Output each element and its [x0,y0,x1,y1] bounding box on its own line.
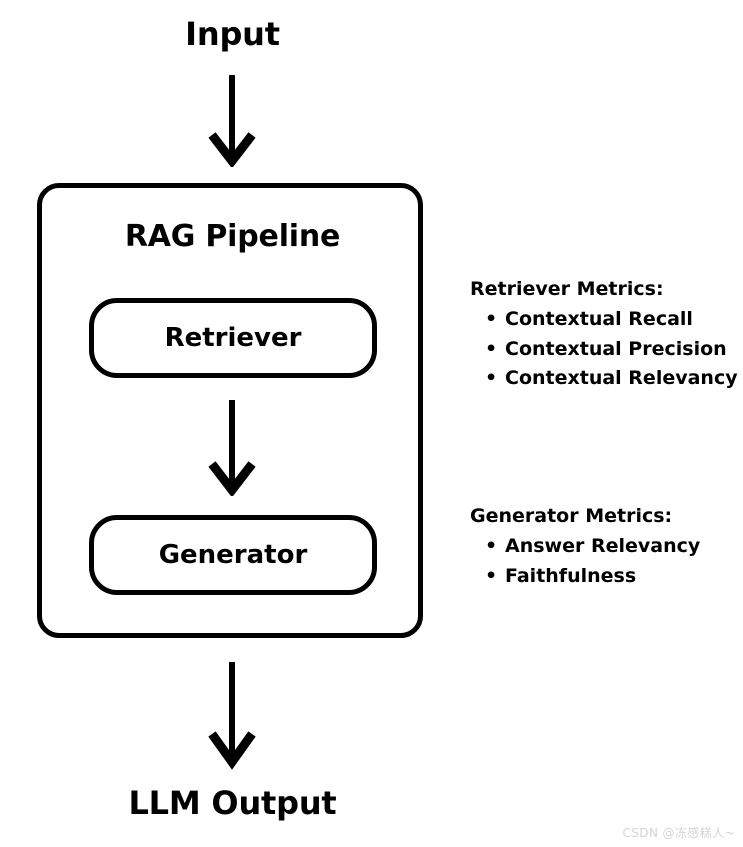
llm-output-label: LLM Output [128,784,337,822]
input-label: Input [185,15,280,53]
stage-label-retriever: Retriever [164,323,302,353]
watermark: CSDN @冻感糕人~ [622,826,735,840]
generator-metrics-heading: Generator Metrics: [470,505,673,527]
list-item: Faithfulness [470,562,700,592]
stage-label-generator: Generator [158,540,308,570]
retriever-metrics-heading: Retriever Metrics: [470,278,664,300]
generator-metrics-panel: Generator Metrics: Answer Relevancy Fait… [470,504,700,591]
arrow-input-to-pipeline-icon [208,75,256,167]
generator-metrics-list: Answer Relevancy Faithfulness [470,532,700,591]
arrow-retriever-to-generator-icon [208,400,256,496]
list-item: Answer Relevancy [470,532,700,562]
stage-box-generator[interactable]: Generator [89,515,377,595]
list-item: Contextual Relevancy [470,364,738,394]
list-item: Contextual Precision [470,335,738,365]
list-item: Contextual Recall [470,305,738,335]
retriever-metrics-panel: Retriever Metrics: Contextual Recall Con… [470,277,738,394]
retriever-metrics-list: Contextual Recall Contextual Precision C… [470,305,738,394]
stage-box-retriever[interactable]: Retriever [89,298,377,378]
arrow-pipeline-to-output-icon [208,662,256,770]
page-title: RAG Pipeline [124,219,341,254]
